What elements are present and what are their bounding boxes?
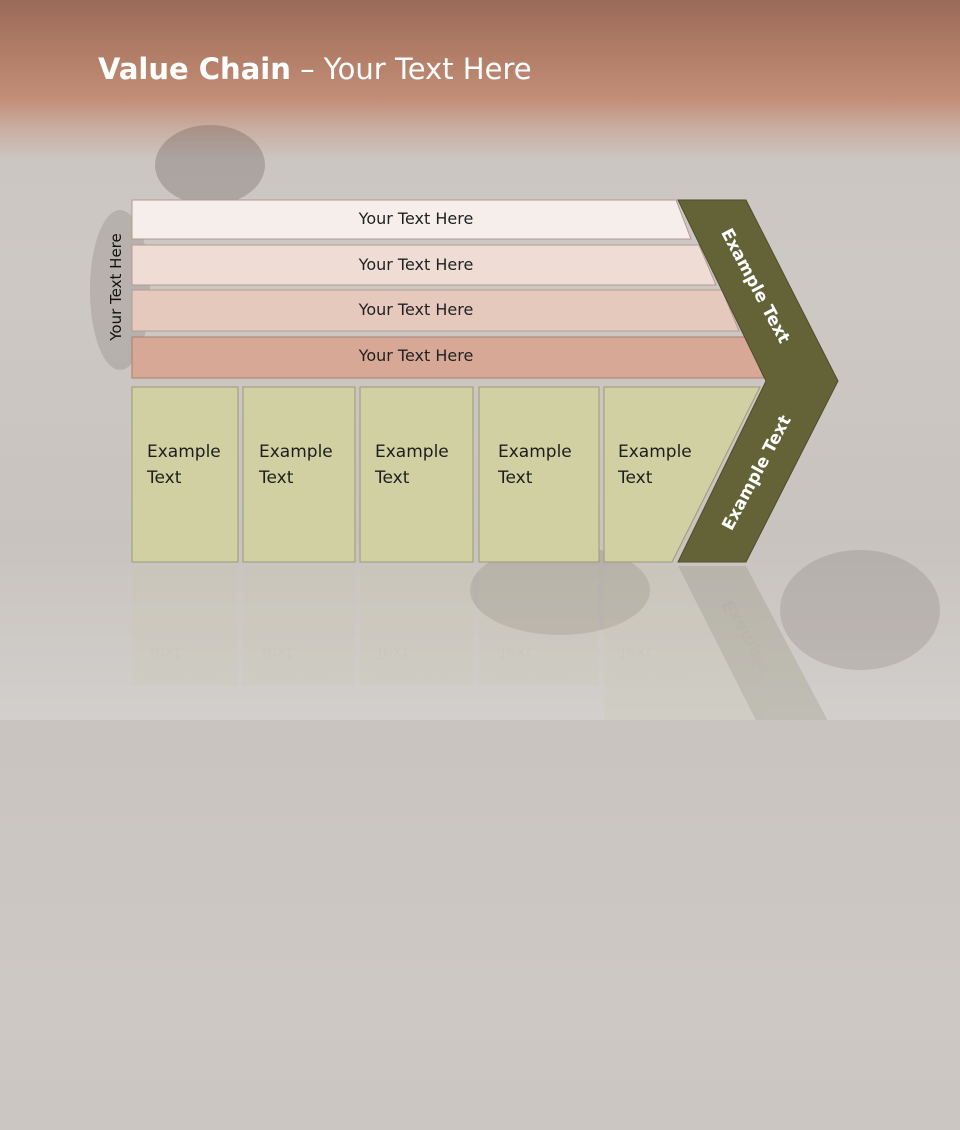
value-chain-diagram [131, 199, 839, 720]
bar-2[interactable] [131, 244, 717, 286]
title-rest: – Your Text Here [290, 52, 532, 86]
box-1[interactable] [131, 386, 239, 563]
bar-4[interactable] [131, 336, 765, 379]
title-bold: Value Chain [98, 52, 291, 86]
box-3[interactable] [359, 386, 474, 563]
bar-3[interactable] [131, 289, 740, 332]
box-2[interactable] [242, 386, 356, 563]
chevron-arrow[interactable] [677, 199, 839, 563]
box-5[interactable] [603, 386, 761, 563]
box-4[interactable] [478, 386, 600, 563]
bar-1[interactable] [131, 199, 692, 240]
header-band [0, 0, 960, 160]
slide-title: Value Chain – Your Text Here [98, 52, 532, 86]
